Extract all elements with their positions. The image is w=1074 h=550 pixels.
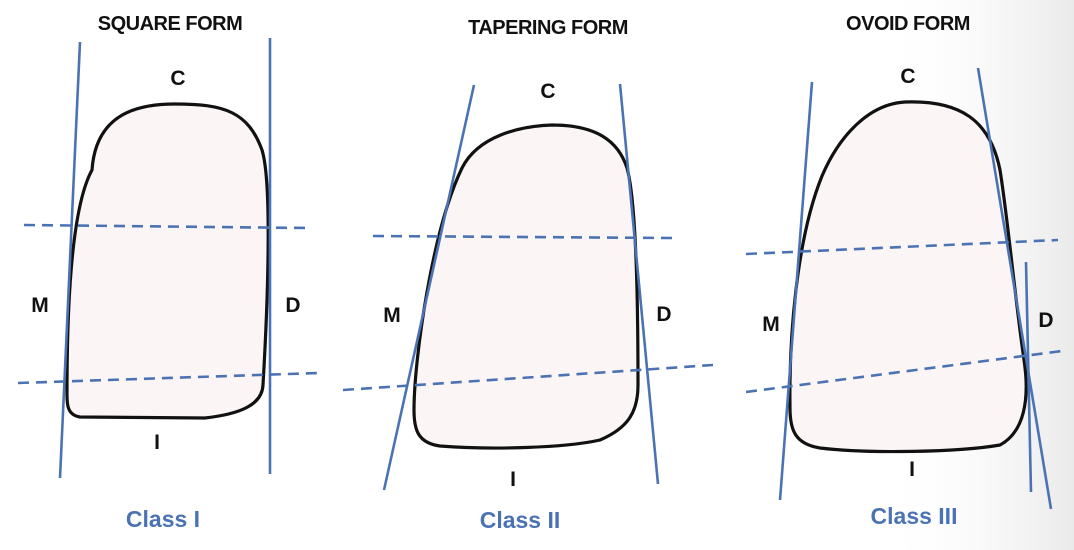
mesial-line (778, 81, 814, 501)
label-distal: D (1038, 309, 1053, 332)
label-cervical: C (540, 80, 555, 103)
label-incisal: I (909, 458, 915, 481)
upper-contact-line (745, 238, 1059, 256)
panel-tapering-form: TAPERING FORM C M D I Class II (342, 17, 714, 533)
tooth-outline-square (65, 102, 270, 420)
class-label: Class II (480, 507, 561, 533)
panel-title: SQUARE FORM (98, 13, 243, 35)
label-incisal: I (154, 431, 160, 454)
panel-square-form: SQUARE FORM C M D I Class I (17, 13, 319, 532)
class-label: Class I (126, 506, 200, 532)
label-mesial: M (383, 304, 401, 327)
lower-contact-line (17, 371, 319, 385)
distal-contact-line (1024, 261, 1033, 493)
mesial-line (382, 84, 476, 491)
mesial-line (58, 41, 82, 479)
upper-contact-line (372, 234, 673, 240)
label-cervical: C (170, 67, 185, 90)
tooth-outline-tapering (412, 123, 640, 450)
distal-line (976, 67, 1053, 510)
label-distal: D (656, 303, 671, 326)
distal-line (618, 83, 660, 485)
label-mesial: M (762, 313, 780, 336)
panel-title: OVOID FORM (846, 13, 970, 35)
label-cervical: C (900, 65, 915, 88)
upper-contact-line (23, 223, 309, 230)
label-mesial: M (31, 294, 49, 317)
panel-ovoid-form: OVOID FORM C M D I Class III (745, 13, 1063, 529)
lower-contact-line (342, 363, 714, 392)
label-distal: D (285, 294, 300, 317)
panel-title: TAPERING FORM (468, 17, 628, 39)
class-label: Class III (871, 503, 958, 529)
label-incisal: I (510, 468, 516, 491)
